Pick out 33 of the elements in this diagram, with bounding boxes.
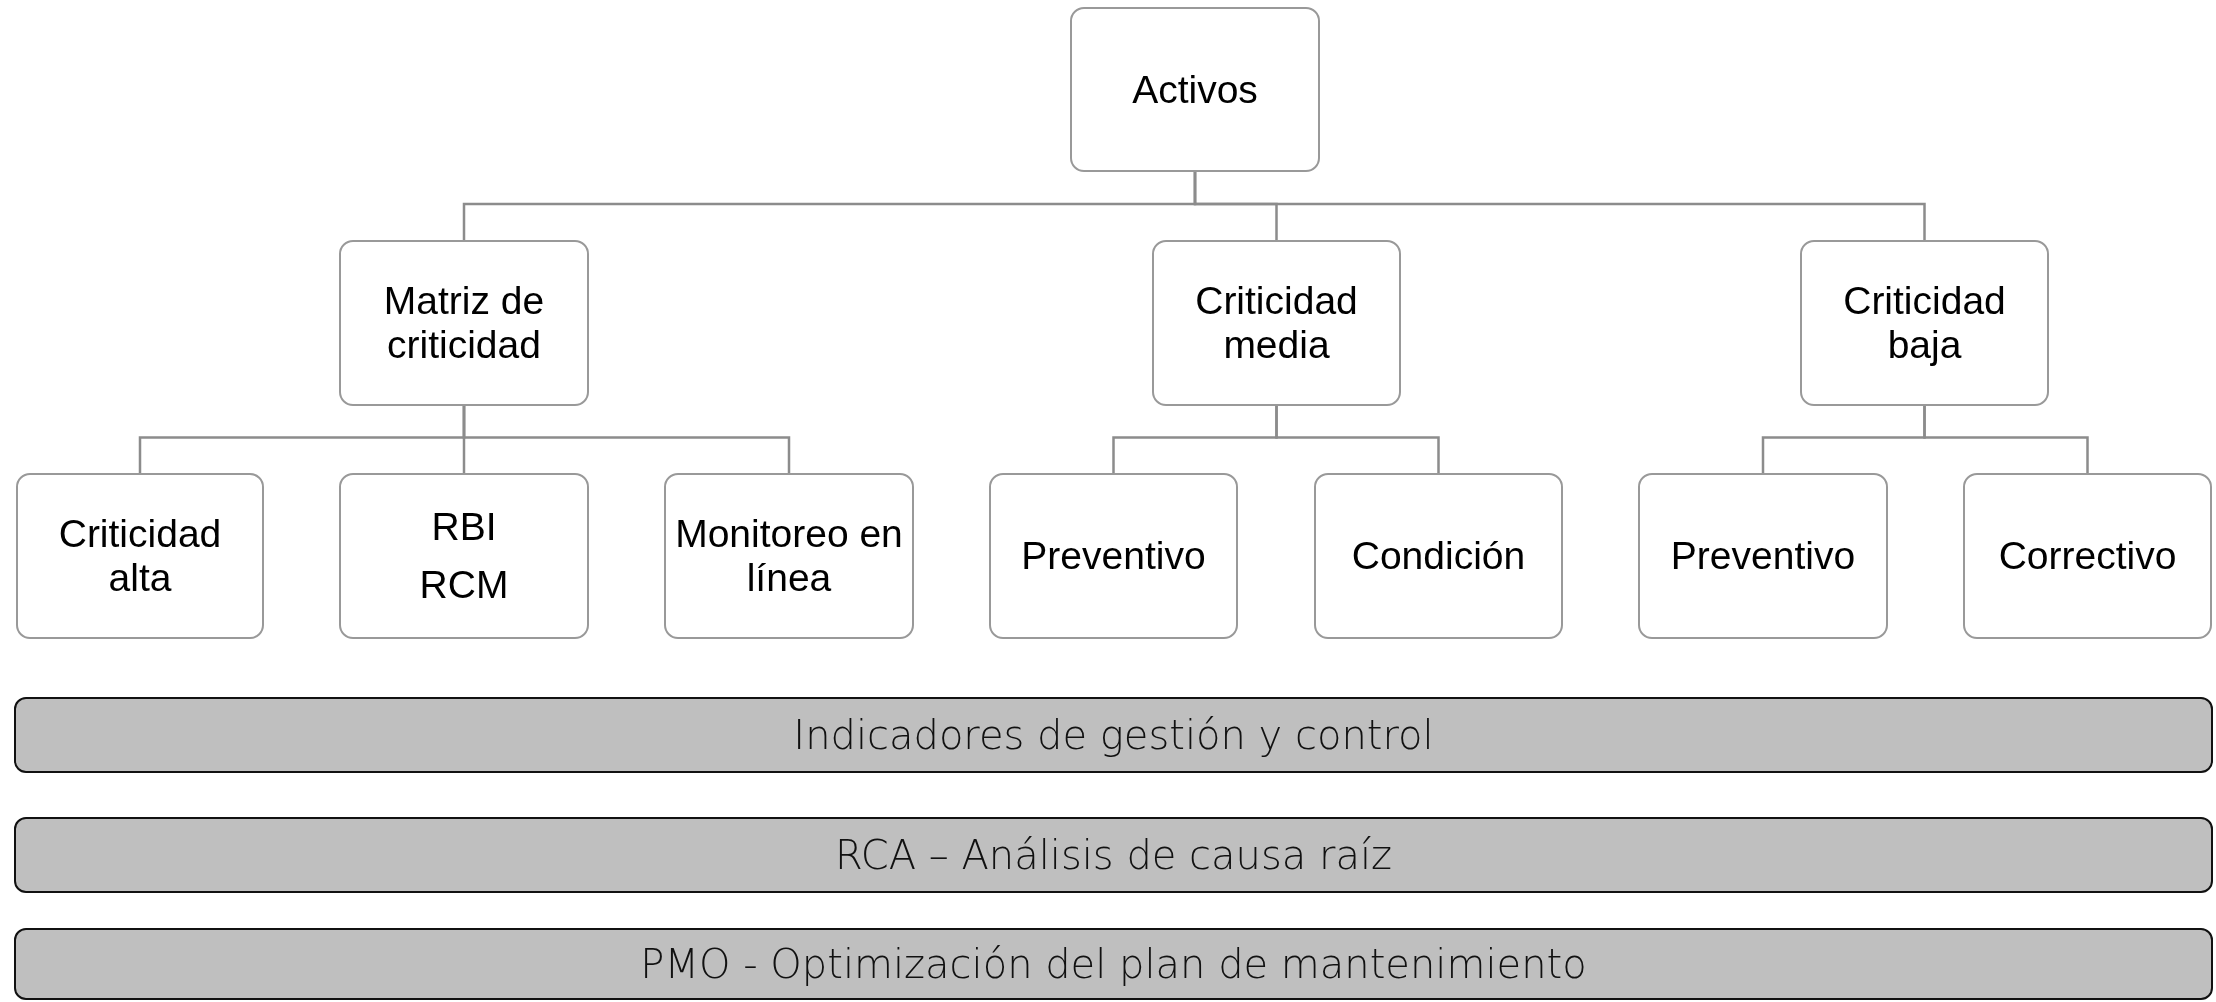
node-label: RCM: [419, 563, 509, 607]
connector-line: [1193, 172, 1926, 240]
node-label: Criticidad media: [1194, 279, 1359, 367]
node-box: [1800, 240, 2049, 406]
node-box: [339, 240, 589, 406]
node-label: Criticidad baja: [1842, 279, 2007, 367]
node-label: Condición: [1351, 534, 1526, 578]
node-label: RBI: [431, 505, 497, 549]
banner-bar: [14, 817, 2213, 893]
node-label: Preventivo: [1021, 534, 1206, 578]
node-label: Correctivo: [1998, 534, 2177, 578]
banner-label: RCA – Análisis de causa raíz: [834, 832, 1393, 878]
node-label: Monitoreo en línea: [674, 512, 904, 600]
banner-label: Indicadores de gestión y control: [793, 712, 1434, 758]
node-label: Matriz de criticidad: [382, 279, 546, 367]
node-box: [1638, 473, 1888, 639]
node-label: Preventivo: [1670, 534, 1856, 578]
node-box: [1070, 7, 1320, 172]
banner-bar: [14, 928, 2213, 1000]
banner-bar: [14, 697, 2213, 773]
node-box: [1152, 240, 1401, 406]
connector-line: [1923, 406, 2089, 473]
connector-line: [462, 406, 791, 473]
connector-line: [1275, 406, 1440, 473]
node-box: [989, 473, 1238, 639]
node-label: Criticidad alta: [57, 512, 223, 600]
node-box: [16, 473, 264, 639]
node-box: [664, 473, 914, 639]
node-box: [1963, 473, 2212, 639]
node-box: [339, 473, 589, 639]
banner-label: PMO - Optimización del plan de mantenimiento: [640, 941, 1587, 987]
node-label: Activos: [1132, 67, 1258, 112]
node-box: [1314, 473, 1563, 639]
